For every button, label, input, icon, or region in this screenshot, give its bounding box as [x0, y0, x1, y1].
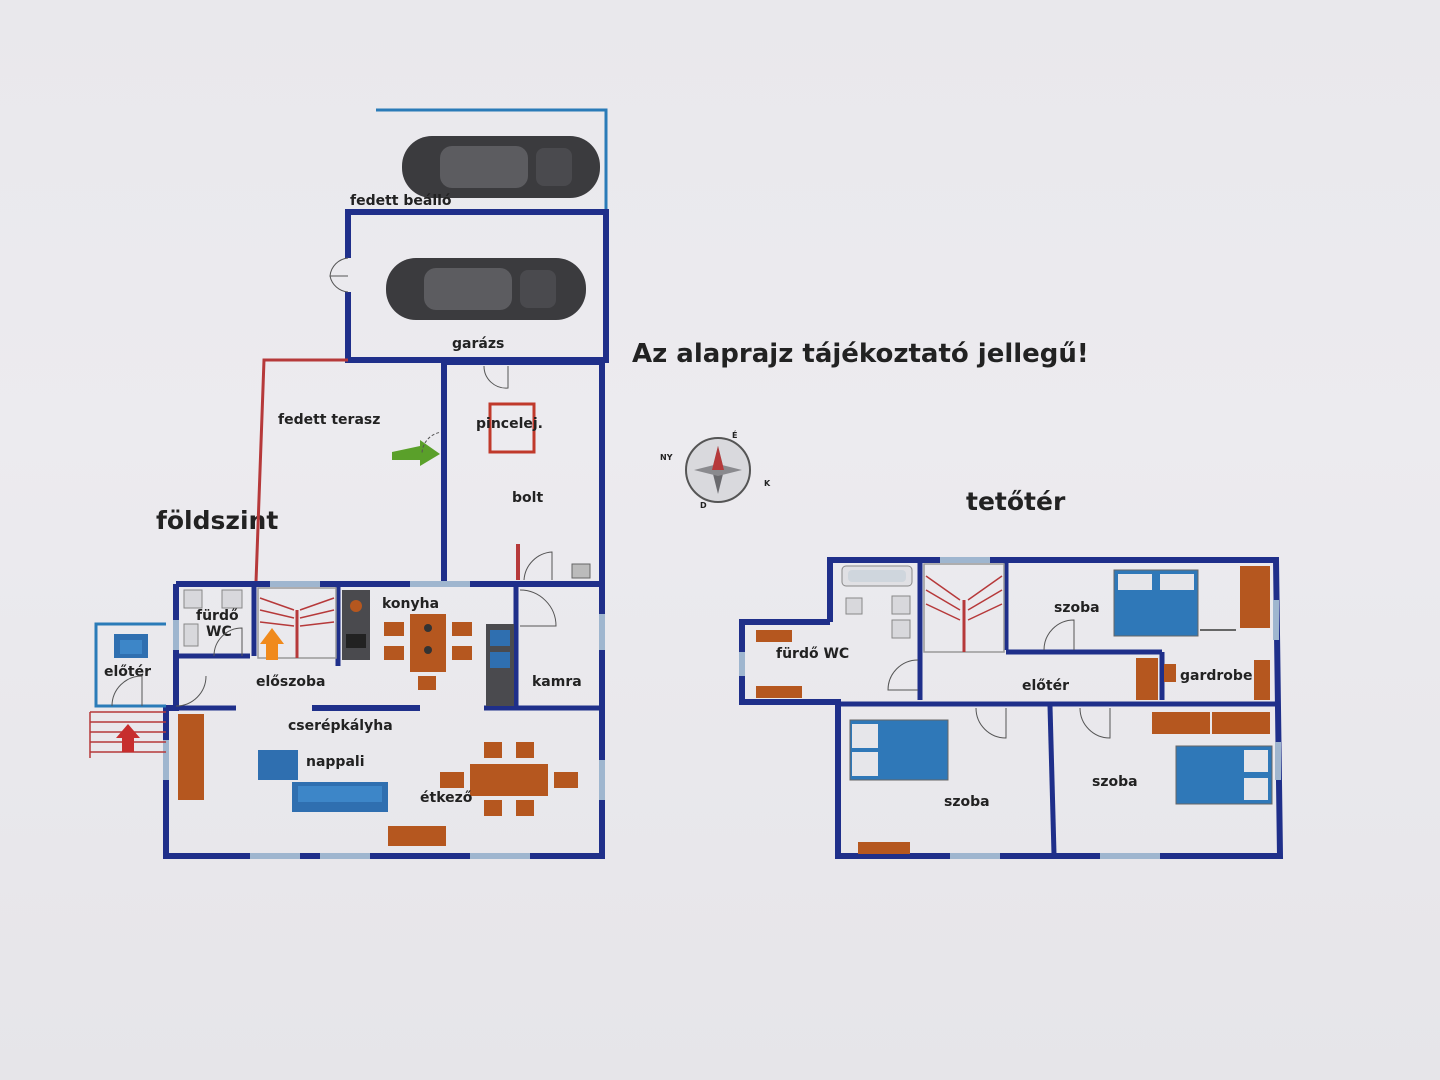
compass-n: É [732, 429, 737, 440]
attic-bathroom-fixtures [845, 595, 911, 639]
dining-label: étkező [420, 790, 473, 806]
pantry-label: kamra [532, 674, 582, 690]
attic-room-1-door-icon [1043, 619, 1075, 651]
attic-hall-label: előtér [1022, 678, 1069, 694]
attic-room-2-label: szoba [944, 794, 990, 810]
car-icon [402, 136, 600, 198]
attic-interior-walls [838, 562, 1276, 855]
shop-walls [441, 359, 605, 584]
attic-room-2-door-icon [975, 707, 1007, 739]
attic-room-1-label: szoba [1054, 600, 1100, 616]
attic-bathtub-icon [841, 565, 913, 587]
entrance-steps [89, 711, 166, 758]
bed-icon [849, 719, 949, 781]
wardrobe-label: gardrobe [1180, 668, 1252, 684]
wc-label: WC [206, 624, 232, 640]
attic-room-3-door-icon [1079, 707, 1111, 739]
attic-bathroom-label: fürdő WC [776, 646, 849, 662]
entrance-walls [94, 622, 166, 708]
attic-bath-cabinet [756, 630, 792, 642]
kitchen-counter [342, 590, 370, 660]
bathroom-door-icon [213, 627, 243, 657]
shop-door-icon [483, 365, 509, 389]
cellar-hatch [488, 402, 536, 454]
bathroom-label: fürdő [196, 608, 239, 624]
entrance-label: előtér [104, 664, 151, 680]
kitchen-label: konyha [382, 596, 439, 612]
compass-w: NY [660, 453, 673, 462]
tile-stove-label: cserépkályha [288, 718, 393, 734]
shop-label: bolt [512, 490, 543, 506]
attic-staircase [923, 563, 1005, 653]
attic-bathroom-door-icon [887, 659, 919, 691]
bed-icon [1113, 569, 1199, 637]
compass-icon: É D K NY [660, 429, 771, 510]
kitchen-appliances [486, 624, 514, 706]
covered-parking-walls [376, 108, 608, 212]
sofa-icon [258, 750, 388, 812]
entrance-armchair-icon [114, 634, 148, 658]
attic-room-3-label: szoba [1092, 774, 1138, 790]
windows [163, 581, 605, 859]
garage-walls [345, 209, 609, 363]
cellar-entrance-label: pincelej. [476, 416, 543, 432]
wardrobe-living [178, 714, 204, 800]
pantry-door-icon [519, 589, 557, 627]
attic-windows [739, 557, 1281, 859]
hall-label: előszoba [256, 674, 325, 690]
attic-bath-cabinet-2 [756, 686, 802, 698]
attic-room-3-wardrobes [1152, 712, 1270, 734]
bed-icon [1175, 745, 1273, 805]
entrance-door-icon [111, 675, 207, 707]
covered-parking-label: fedett beálló [350, 193, 452, 209]
wardrobe-room-fixtures [1136, 658, 1270, 700]
kitchen-table [384, 614, 472, 690]
attic-wardrobe [1240, 566, 1270, 628]
compass-e: K [764, 479, 771, 488]
tv-cabinet [388, 826, 446, 846]
up-arrow-icon [116, 724, 140, 752]
attic-room-2-cabinet [858, 842, 910, 854]
garage-label: garázs [452, 336, 504, 352]
attic-outer-walls [739, 557, 1284, 859]
interior-walls [176, 586, 602, 711]
bathroom-fixtures [183, 589, 243, 647]
compass-s: D [700, 501, 707, 510]
door-arrow-icon [392, 431, 445, 466]
shop-counter [516, 544, 591, 581]
stairs-up-arrow-icon [260, 628, 284, 660]
covered-terrace-label: fedett terasz [278, 412, 380, 428]
notice-text: Az alaprajz tájékoztató jellegű! [632, 339, 1089, 369]
terrace-walls [254, 358, 348, 583]
dining-table [440, 742, 578, 816]
garage-gate-door-icon [329, 257, 349, 293]
attic-title: tetőtér [966, 487, 1066, 516]
staircase [257, 587, 337, 659]
living-room-label: nappali [306, 754, 365, 770]
car-icon [386, 258, 586, 320]
